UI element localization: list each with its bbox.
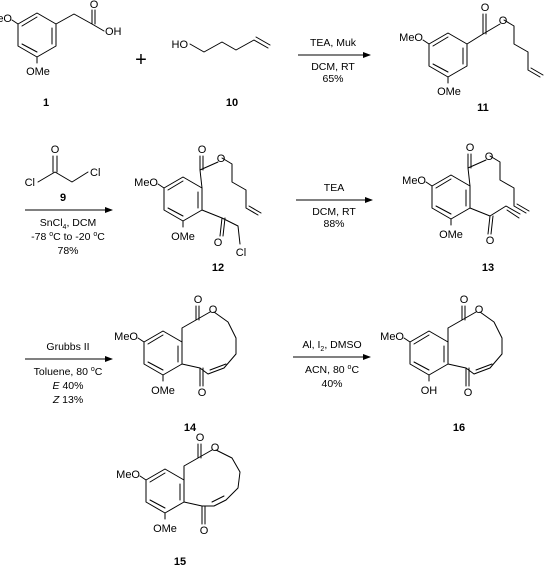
hydroxyl-label: OH — [421, 385, 438, 397]
carbonyl-oxygen-label: O — [51, 144, 60, 156]
yield-label: 88% — [323, 218, 344, 230]
methoxy-label: OMe — [171, 231, 195, 243]
reagent-label: TEA, Muk — [310, 37, 357, 49]
compound-number: 1 — [43, 97, 49, 109]
compound-10: HO 10 — [172, 36, 271, 109]
e-yield-label: E 40% — [53, 380, 84, 392]
ketone-oxygen-label: O — [214, 237, 223, 249]
reaction-arrow-1: TEA, Muk DCM, RT 65% — [298, 37, 371, 85]
reaction-arrow-4: Grubbs II Toluene, 80 oC E 40% Z 13% — [25, 341, 113, 406]
reagent-label: TEA — [324, 182, 344, 194]
condition-label: DCM, RT — [311, 61, 355, 73]
methoxy-label: MeO — [0, 13, 12, 25]
ester-oxygen-label: O — [499, 15, 508, 27]
condition-label: DCM, RT — [312, 206, 356, 218]
ester-oxygen-label: O — [485, 151, 494, 163]
methoxy-label: OMe — [26, 66, 50, 78]
compound-number: 14 — [184, 422, 197, 434]
yield-label: 40% — [321, 378, 342, 390]
carbonyl-oxygen-label: O — [466, 142, 475, 154]
carbonyl-oxygen-label: O — [460, 294, 469, 306]
carbonyl-oxygen-label: O — [196, 432, 205, 444]
methoxy-label: MeO — [402, 175, 426, 187]
yield-label: 65% — [322, 73, 343, 85]
methoxy-label: MeO — [116, 469, 140, 481]
methoxy-label: OMe — [153, 523, 177, 535]
ester-oxygen-label: O — [211, 442, 220, 454]
compound-11: MeO OMe O O 11 — [399, 2, 544, 114]
chlorine-label: Cl — [236, 247, 246, 259]
methoxy-label: MeO — [380, 331, 404, 343]
methoxy-label: OMe — [437, 86, 461, 98]
yield-label: 78% — [57, 245, 78, 257]
methoxy-label: OMe — [151, 385, 175, 397]
compound-13: MeO OMe O O O 13 — [402, 142, 530, 274]
condition-label: ACN, 80 oC — [305, 364, 360, 376]
chlorine-label: Cl — [90, 167, 100, 179]
ketone-oxygen-label: O — [464, 387, 473, 399]
methoxy-label: MeO — [399, 32, 423, 44]
ketone-oxygen-label: O — [486, 235, 495, 247]
methoxy-label: MeO — [114, 331, 138, 343]
ketone-oxygen-label: O — [198, 387, 207, 399]
acyl-chloride-label: Cl — [25, 177, 35, 189]
reagent-label: Al, I2, DMSO — [302, 339, 361, 353]
carbonyl-oxygen-label: O — [198, 144, 207, 156]
carbonyl-oxygen-label: O — [90, 0, 99, 11]
compound-number: 9 — [60, 192, 66, 204]
compound-number: 13 — [482, 262, 494, 274]
compound-number: 12 — [212, 262, 224, 274]
compound-15: MeO OMe O O O 15 — [116, 432, 241, 568]
hydroxyl-label: HO — [172, 39, 189, 51]
compound-number: 16 — [453, 422, 465, 434]
compound-1: MeO OMe O OH 1 — [0, 0, 122, 109]
compound-16: MeO OH O O O 16 — [380, 294, 503, 434]
ketone-oxygen-label: O — [200, 525, 209, 537]
reaction-arrow-5: Al, I2, DMSO ACN, 80 oC 40% — [293, 339, 371, 390]
carbonyl-oxygen-label: O — [194, 294, 203, 306]
compound-9: O Cl Cl 9 — [25, 144, 101, 204]
plus-sign: + — [135, 49, 147, 71]
ester-oxygen-label: O — [209, 304, 218, 316]
ester-oxygen-label: O — [217, 153, 226, 165]
methoxy-label: MeO — [134, 177, 158, 189]
reaction-arrow-3: TEA DCM, RT 88% — [296, 182, 373, 230]
methoxy-label: OMe — [439, 229, 463, 241]
z-yield-label: Z 13% — [52, 394, 83, 406]
carbonyl-oxygen-label: O — [481, 2, 490, 14]
reaction-arrow-2: SnCl4, DCM -78 oC to -20 oC 78% — [25, 207, 113, 257]
compound-number: 11 — [477, 102, 489, 114]
compound-number: 10 — [226, 97, 238, 109]
reagent-label: SnCl4, DCM — [40, 217, 96, 231]
hydroxyl-label: OH — [105, 26, 122, 38]
condition-label: -78 oC to -20 oC — [31, 231, 105, 243]
compound-14: MeO OMe O O O 14 — [114, 294, 237, 434]
compound-number: 15 — [174, 556, 186, 568]
condition-label: Toluene, 80 oC — [34, 366, 103, 378]
compound-12: MeO OMe O O O Cl 12 — [134, 144, 262, 274]
reagent-label: Grubbs II — [46, 341, 89, 353]
ester-oxygen-label: O — [475, 304, 484, 316]
